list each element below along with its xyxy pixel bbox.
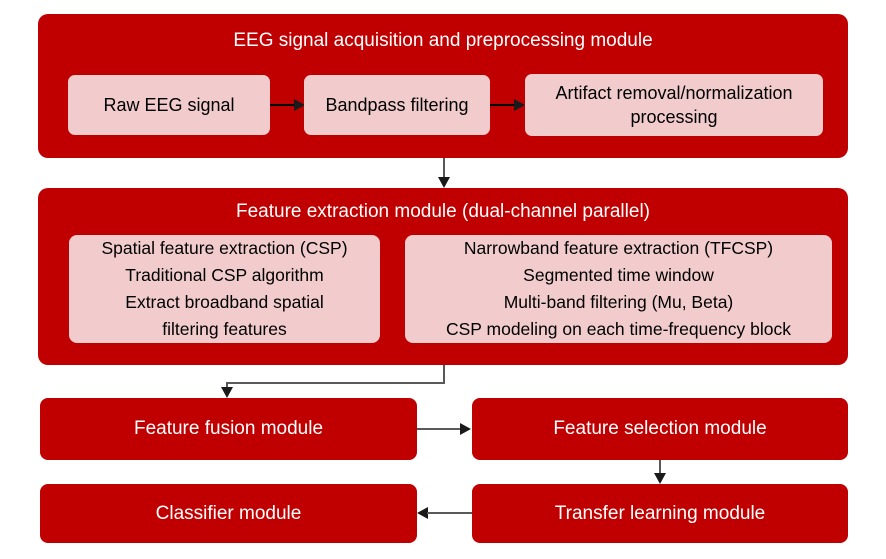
arrow-fusion-to-selection-line	[417, 428, 462, 430]
arrow-transfer-to-classifier-head	[417, 507, 428, 519]
narrowband-feature-channel-box: Narrowband feature extraction (TFCSP) Se…	[405, 235, 832, 343]
narrowband-channel-line: Narrowband feature extraction (TFCSP)	[463, 238, 774, 258]
connector-selection-to-transfer-line	[659, 460, 661, 474]
connector-preprocessing-to-extraction-line	[443, 158, 445, 178]
bandpass-filtering-box: Bandpass filtering	[304, 75, 490, 135]
raw-eeg-signal-box: Raw EEG signal	[68, 75, 270, 135]
connector-selection-to-transfer-head	[654, 473, 666, 484]
feature-fusion-module-node: Feature fusion module	[40, 398, 417, 460]
arrow-raw-to-bandpass-line	[270, 104, 296, 106]
arrow-raw-to-bandpass-head	[294, 99, 305, 111]
arrow-fusion-to-selection-head	[460, 423, 471, 435]
connector-extraction-elbow-horizontal	[226, 382, 445, 384]
narrowband-channel-line: Multi-band filtering (Mu, Beta)	[503, 292, 734, 312]
transfer-learning-module-node: Transfer learning module	[472, 484, 848, 543]
connector-preprocessing-to-extraction-head	[438, 177, 450, 188]
classifier-module-node: Classifier module	[40, 484, 417, 543]
spatial-channel-line: Extract broadband spatial	[125, 292, 324, 312]
spatial-channel-line: Spatial feature extraction (CSP)	[101, 238, 348, 258]
spatial-feature-channel-box: Spatial feature extraction (CSP) Traditi…	[69, 235, 380, 343]
narrowband-channel-line: Segmented time window	[523, 265, 714, 285]
artifact-removal-box: Artifact removal/normalization processin…	[525, 74, 823, 136]
feature-extraction-module-title: Feature extraction module (dual-channel …	[235, 201, 650, 222]
connector-extraction-elbow-drop	[226, 382, 228, 388]
spatial-channel-line: Traditional CSP algorithm	[125, 265, 324, 285]
connector-extraction-elbow-vertical	[443, 365, 445, 384]
feature-selection-module-node: Feature selection module	[472, 398, 848, 460]
preprocessing-module-title: EEG signal acquisition and preprocessing…	[233, 30, 653, 51]
arrow-transfer-to-classifier-line	[427, 512, 472, 514]
connector-extraction-to-fusion-head	[221, 387, 233, 398]
narrowband-channel-line: CSP modeling on each time-frequency bloc…	[445, 319, 791, 339]
arrow-bandpass-to-artifact-head	[514, 99, 525, 111]
arrow-bandpass-to-artifact-line	[490, 104, 516, 106]
spatial-channel-line: filtering features	[162, 319, 287, 339]
